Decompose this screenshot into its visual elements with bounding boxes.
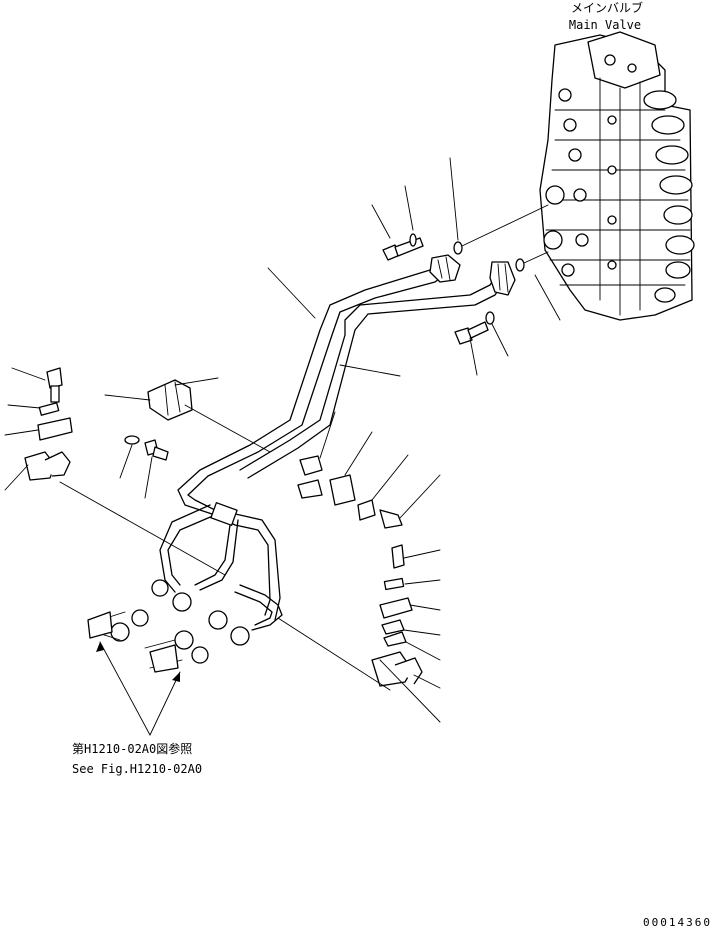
valve-ports (543, 54, 637, 277)
spool-caps (643, 90, 695, 303)
main-valve (539, 31, 695, 321)
pipe-fitting-right (489, 261, 516, 296)
leader-lines (4, 157, 561, 736)
bolt-middle (454, 311, 495, 345)
o-ring-upper (453, 241, 463, 255)
reference-note-jp: 第H1210-02A0図参照 (72, 741, 192, 756)
right-clamp-stack (371, 544, 423, 687)
drawing-number: 00014360 (643, 916, 712, 929)
clamp-halves-mid (297, 455, 323, 499)
bolt-left (144, 439, 169, 461)
main-valve-label-jp: メインバルブ (571, 0, 643, 15)
reference-note-en: See Fig.H1210-02A0 (72, 762, 202, 776)
split-flanges (87, 579, 250, 673)
bracket (147, 379, 193, 421)
left-clamp-stack (24, 367, 73, 481)
o-ring-lower (515, 258, 525, 272)
pipe-fitting-left (429, 254, 461, 283)
pipe-assembly (159, 204, 549, 631)
bolt-upper (382, 233, 424, 261)
clamp-plate-mid (329, 474, 403, 529)
washer-left (124, 435, 140, 445)
main-valve-label-en: Main Valve (569, 18, 641, 32)
